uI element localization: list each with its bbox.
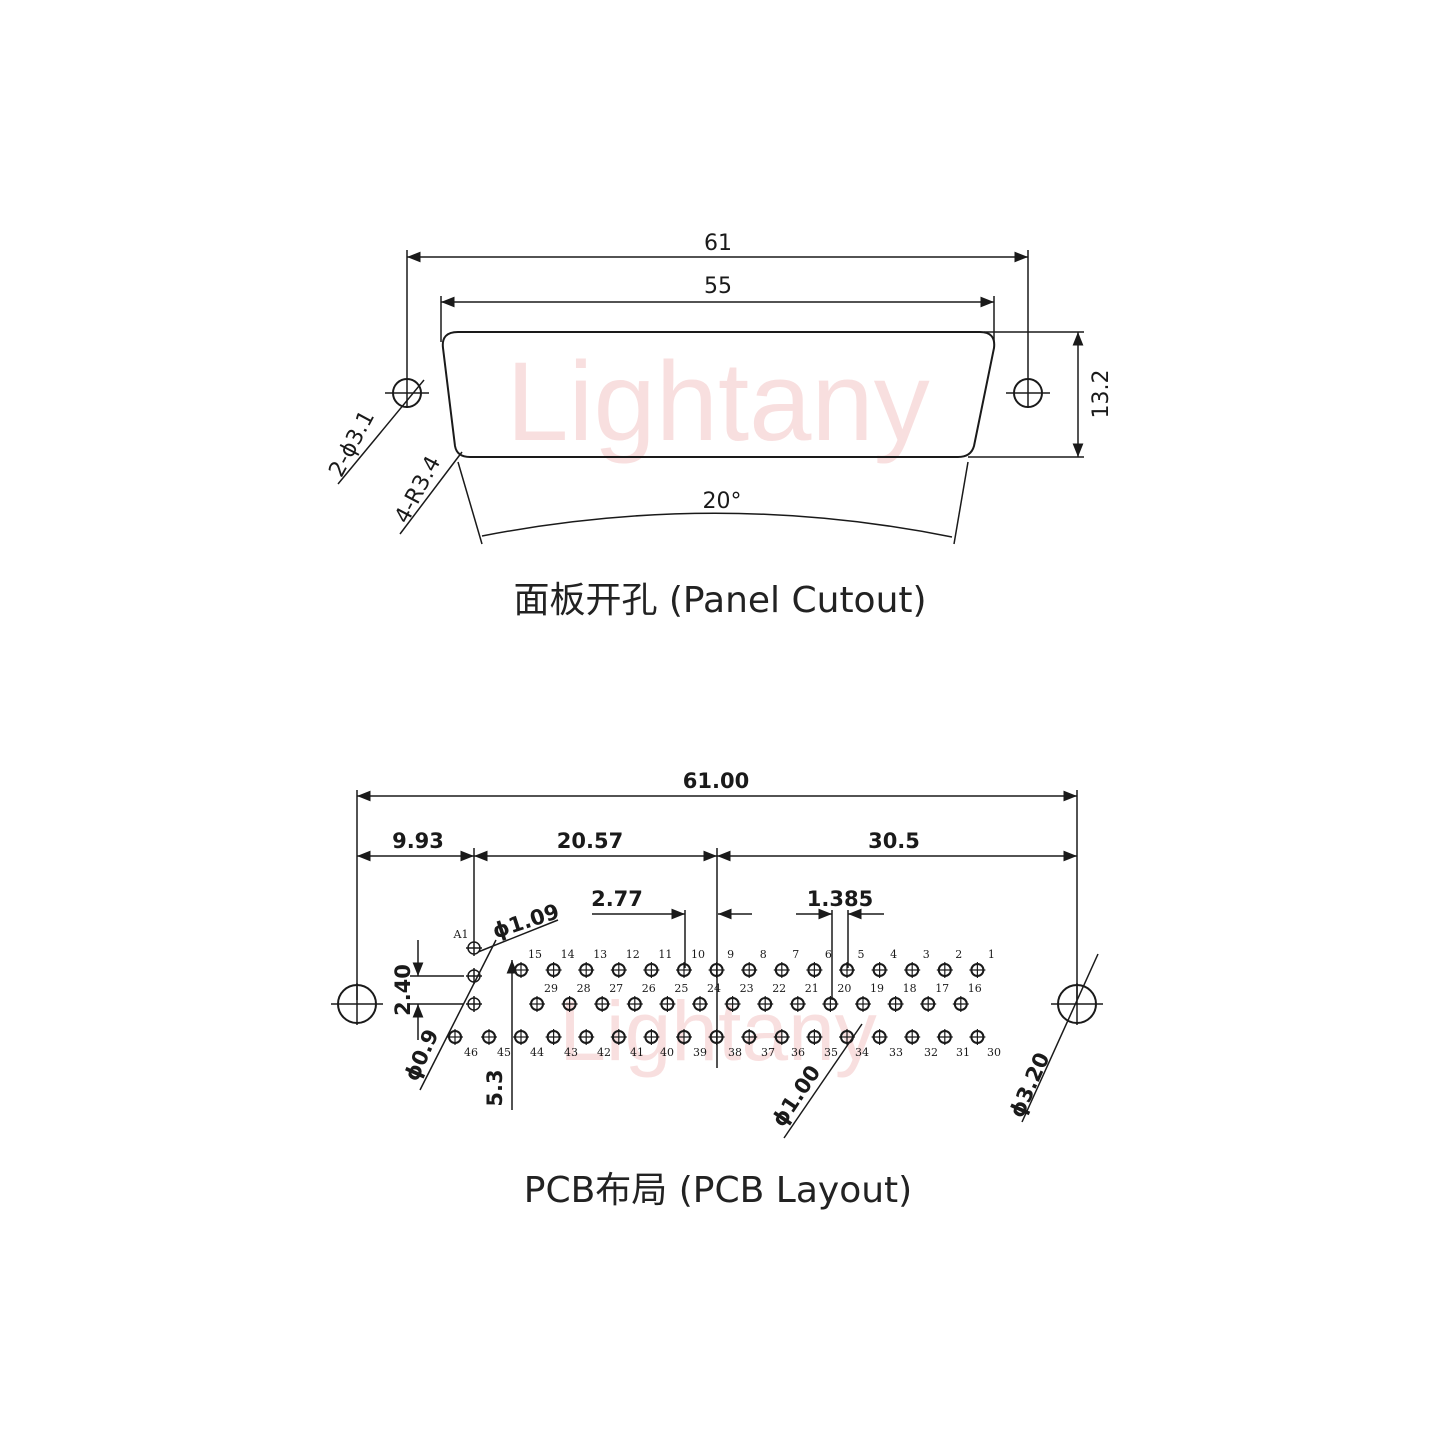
pin-number-label: 22: [772, 982, 786, 995]
dim-label-1-385: 1.385: [807, 887, 873, 911]
pcb-layout-caption: PCB布局 (PCB Layout): [524, 1170, 912, 1211]
dim-label-20-57: 20.57: [557, 829, 623, 853]
dim-label-30-5: 30.5: [868, 829, 920, 853]
dim-label-61-00: 61.00: [683, 769, 749, 793]
pin-number-label: 23: [740, 982, 754, 995]
pin-number-label: 2: [955, 948, 962, 961]
dim-label-3-20: ϕ3.20: [1005, 1049, 1055, 1121]
pin-number-label: 31: [956, 1046, 970, 1059]
pin-number-label: 41: [630, 1046, 644, 1059]
pcb-mount-hole-right: [1051, 983, 1103, 1025]
pin-number-label: 6: [825, 948, 832, 961]
dim-label-9-93: 9.93: [392, 829, 444, 853]
pin-number-label: 13: [593, 948, 607, 961]
pin-number-label: 17: [935, 982, 949, 995]
pin-number-label: 28: [577, 982, 591, 995]
dim-label-2-77: 2.77: [591, 887, 643, 911]
pin-number-label: 11: [658, 948, 672, 961]
pin-number-label: 12: [626, 948, 640, 961]
leader-radius: [399, 451, 463, 535]
pin-number-label: 24: [707, 982, 721, 995]
pin-number-label: 16: [968, 982, 982, 995]
pin-number-label: 19: [870, 982, 884, 995]
pin-number-label: 4: [890, 948, 897, 961]
pcb-mount-hole-left: [331, 983, 383, 1025]
pin-number-label: 27: [609, 982, 623, 995]
pin-number-label: 29: [544, 982, 558, 995]
pin-number-label: 42: [597, 1046, 611, 1059]
pin-number-label: 39: [693, 1046, 707, 1059]
dim-label-2-40: 2.40: [391, 964, 415, 1016]
pin-number-label: 35: [824, 1046, 838, 1059]
dim-label-13-2: 13.2: [1089, 370, 1114, 419]
pin-number-label: 25: [674, 982, 688, 995]
dim-label-5-3: 5.3: [483, 1069, 507, 1106]
pin-number-label: 9: [727, 948, 734, 961]
pin-number-label: 43: [564, 1046, 578, 1059]
pin-number-label: 37: [761, 1046, 775, 1059]
pin-number-label: 10: [691, 948, 705, 961]
pin-number-label: 15: [528, 948, 542, 961]
watermark-top: Lightany: [506, 339, 929, 464]
label-a1: A1: [453, 928, 469, 941]
panel-cutout-caption: 面板开孔 (Panel Cutout): [513, 580, 926, 621]
dim-label-radius: 4-R3.4: [390, 452, 446, 528]
dim-label-1-09: ϕ1.09: [490, 899, 563, 943]
pin-number-label: 18: [903, 982, 917, 995]
pin-number-label: 40: [660, 1046, 674, 1059]
pin-number-label: 20: [837, 982, 851, 995]
pin-number-label: 30: [987, 1046, 1001, 1059]
pin-number-label: 3: [923, 948, 930, 961]
pin-number-label: 5: [858, 948, 865, 961]
pin-number-label: 38: [728, 1046, 742, 1059]
pin-number-label: 14: [561, 948, 575, 961]
pin-number-label: 44: [530, 1046, 544, 1059]
dim-arc-20deg: [481, 512, 953, 538]
pcb-small-holes: [466, 940, 482, 1012]
pin-number-label: 45: [497, 1046, 511, 1059]
pin-number-label: 26: [642, 982, 656, 995]
pin-number-label: 32: [924, 1046, 938, 1059]
pin-number-label: 8: [760, 948, 767, 961]
pin-number-label: 21: [805, 982, 819, 995]
pin-number-label: 34: [855, 1046, 869, 1059]
dim-label-61: 61: [704, 231, 732, 256]
pin-number-label: 36: [791, 1046, 805, 1059]
pin-number-label: 1: [988, 948, 995, 961]
pin-number-label: 46: [464, 1046, 478, 1059]
dim-label-55: 55: [704, 274, 732, 299]
leader-hole-dia: [337, 379, 425, 485]
pin-number-label: 33: [889, 1046, 903, 1059]
pcb-layout-drawing: 61.00 9.93 20.57 30.5 2.77 1.385: [331, 769, 1103, 1211]
dim-label-20deg: 20°: [703, 489, 742, 514]
pin-number-label: 7: [792, 948, 799, 961]
